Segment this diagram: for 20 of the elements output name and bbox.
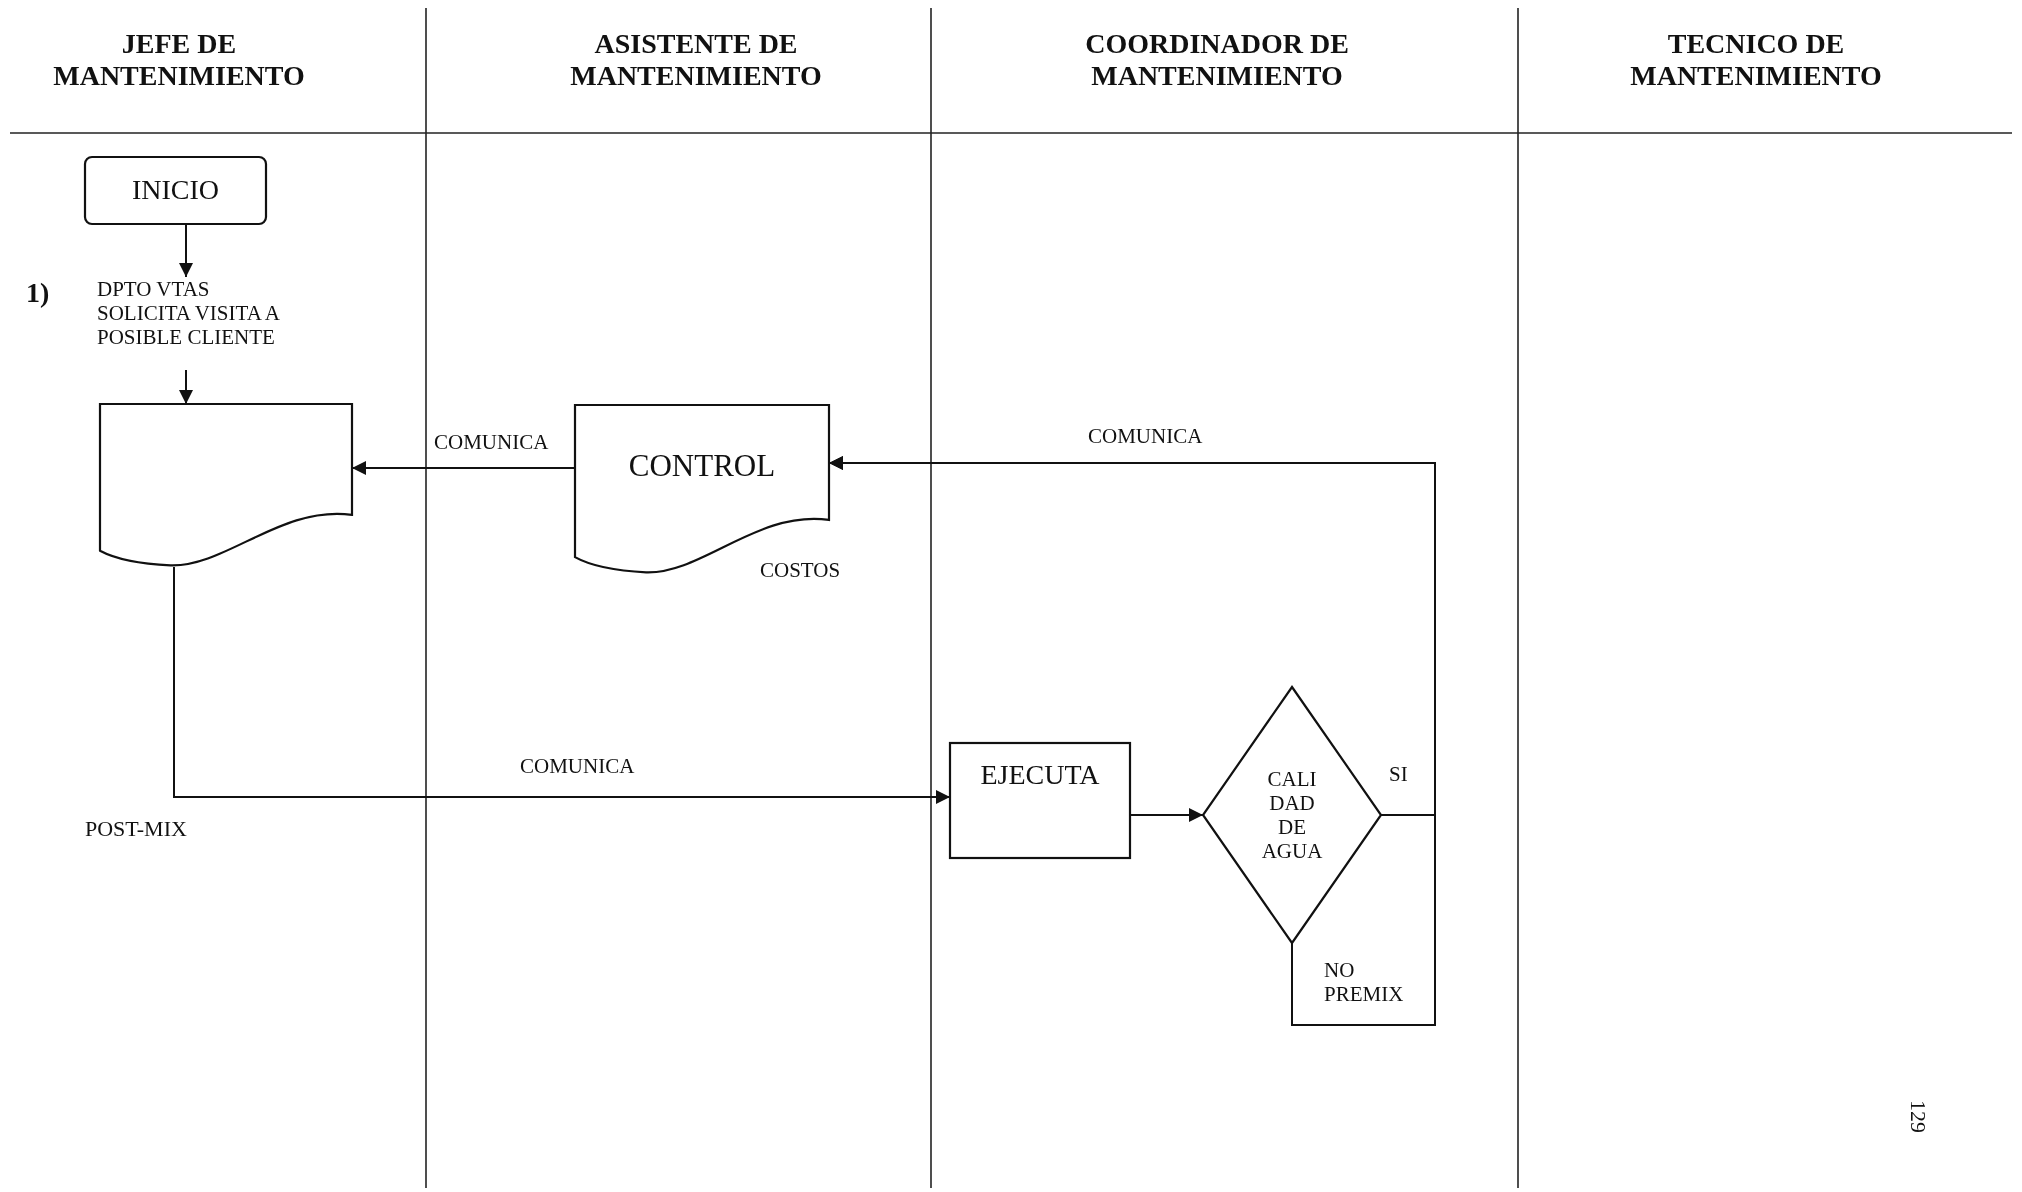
start-terminal [85, 157, 266, 224]
branch-label: SI [1389, 762, 1408, 787]
annotation-text: COSTOS [760, 558, 841, 583]
document-shape [100, 404, 352, 567]
page-number: 129 [1905, 1100, 1931, 1133]
flow-arrow [173, 566, 951, 804]
node-text: DPTO VTAS SOLICITA VISITA A POSIBLE CLIENTE [97, 277, 281, 350]
lane-header: COORDINADOR DE MANTENIMIENTO [1084, 28, 1350, 93]
node-text: CONTROL [628, 447, 776, 484]
lane-header: TECNICO DE MANTENIMIENTO [1629, 28, 1883, 93]
step-number: 1) [26, 277, 50, 310]
node-text: EJECUTA [980, 759, 1100, 792]
lane-header: JEFE DE MANTENIMIENTO [52, 28, 306, 93]
lane-header: ASISTENTE DE MANTENIMIENTO [569, 28, 823, 93]
flow-arrow [179, 369, 193, 405]
process-box [950, 743, 1130, 858]
node-text: INICIO [131, 174, 220, 207]
branch-label: POST-MIX [85, 816, 187, 842]
node-text: CALI DAD DE AGUA [1261, 766, 1323, 864]
decision-diamond [1203, 687, 1381, 943]
